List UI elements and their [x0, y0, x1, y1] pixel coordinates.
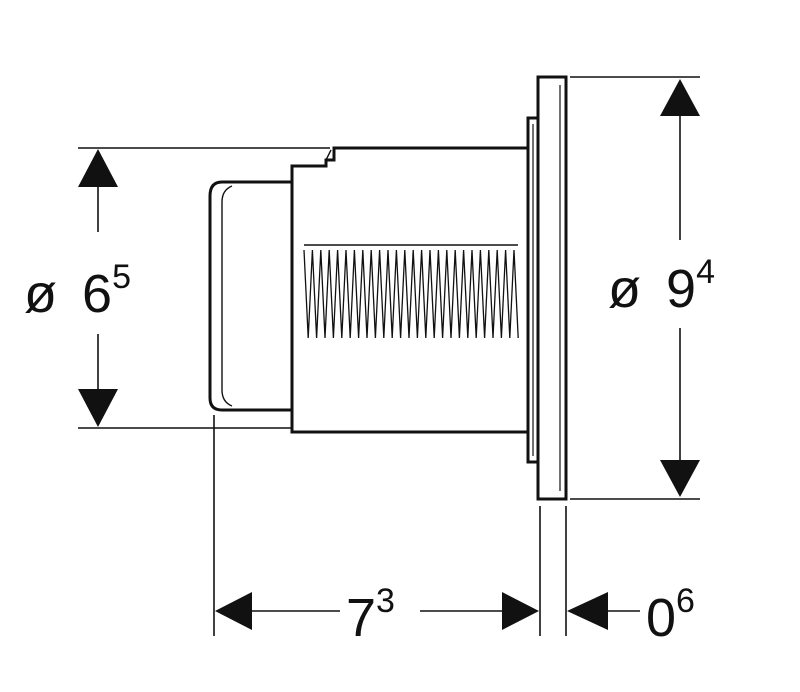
thread-zigzag — [303, 249, 519, 339]
right-diameter-label: ø 94 — [608, 253, 715, 319]
diameter-symbol-right: ø — [608, 259, 641, 319]
arrow-up-left — [78, 149, 118, 187]
arrow-down-right — [660, 460, 700, 497]
arrow-left-06 — [567, 592, 608, 630]
body-length-label: 73 — [346, 582, 395, 648]
arrow-down-left — [78, 389, 118, 427]
arrow-right-73 — [502, 592, 539, 630]
thread-pattern — [303, 249, 519, 339]
flange — [526, 116, 538, 464]
arrowheads — [78, 79, 700, 630]
dimension-lines — [97, 114, 681, 612]
arrow-left-73 — [215, 592, 252, 630]
front-plate — [536, 75, 568, 501]
left-diameter-label: ø 65 — [24, 258, 131, 324]
extension-lines — [78, 76, 700, 636]
plate-thickness-label: 06 — [646, 582, 695, 648]
main-body — [290, 146, 530, 434]
part-outline — [208, 75, 568, 501]
button-cap — [208, 180, 292, 412]
diameter-symbol-left: ø — [24, 264, 57, 324]
arrow-up-right — [660, 79, 700, 116]
